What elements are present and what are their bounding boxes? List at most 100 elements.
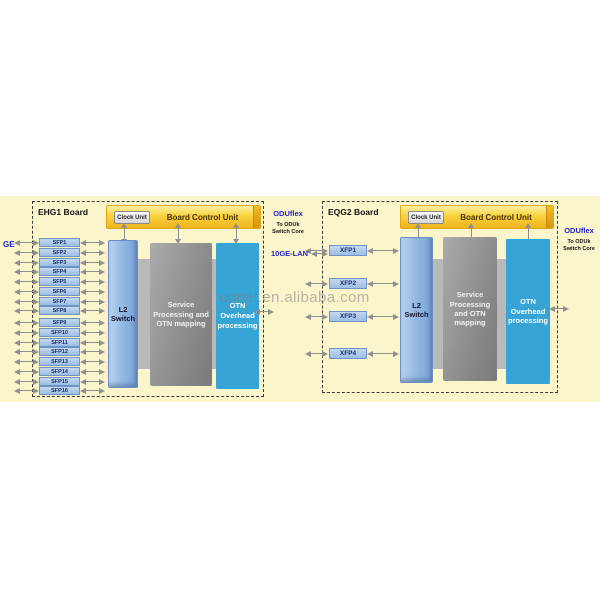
bidir-arrow-icon [80,319,105,326]
bidir-arrow-icon [80,298,105,305]
port-row: SFP1 [14,238,106,247]
port-sfp10: SFP10 [39,328,80,337]
bidir-arrow-icon [14,339,39,346]
port-sfp7: SFP7 [39,297,80,306]
bidir-arrow-icon [80,368,105,375]
board-control-unit: Clock Unit Board Control Unit [106,205,261,229]
l2-switch-block: L2 Switch [400,237,433,383]
port-sfp3: SFP3 [39,258,80,267]
bidir-arrow-icon [14,259,39,266]
service-processing-block: Service Processing and OTN mapping [443,237,497,381]
port-sfp8: SFP8 [39,306,80,315]
l2-switch-block: L2 Switch [108,240,138,388]
to-oduk-label-right: To ODUk Switch Core [563,239,595,252]
port-row: SFP2 [14,248,106,257]
port-row: SFP8 [14,306,106,315]
bidir-arrow-icon [80,348,105,355]
bidir-arrow-icon [80,378,105,385]
bidir-arrow-icon [14,378,39,385]
otn-overhead-block: OTN Overhead processing [506,239,550,384]
port-row: SFP4 [14,267,106,276]
bus-connector [137,259,151,369]
port-row: SFP12 [14,347,106,356]
ge-label: GE [3,240,15,249]
bidir-arrow-icon [367,313,399,320]
port-row: SFP16 [14,386,106,395]
bidir-arrow-icon [80,249,105,256]
port-row: XFP2 [304,278,400,289]
port-row: XFP1 [304,245,400,256]
bidir-arrow-icon [311,250,328,257]
port-sfp11: SFP11 [39,338,80,347]
port-sfp2: SFP2 [39,248,80,257]
port-sfp14: SFP14 [39,367,80,376]
bidir-arrow-icon [14,348,39,355]
clock-unit-button: Clock Unit [114,211,150,224]
bus-connector [497,259,508,369]
bidir-arrow-icon [121,223,127,244]
port-row: SFP5 [14,277,106,286]
bidir-arrow-icon [14,298,39,305]
bidir-arrow-icon [80,268,105,275]
bidir-arrow-icon [14,268,39,275]
board-eqg2: EQG2 Board Clock Unit Board Control Unit… [322,201,558,393]
oduflex-label-mid: ODUflex [273,209,303,218]
10ge-lan-label: 10GE-LAN [271,249,309,258]
port-sfp15: SFP15 [39,377,80,386]
to-oduk-label-mid: To ODUk Switch Core [272,222,304,235]
bidir-arrow-icon [254,308,274,315]
board-control-unit-label: Board Control Unit [460,212,532,222]
board-eqg2-title: EQG2 Board [328,207,379,217]
bidir-arrow-icon [80,339,105,346]
bidir-arrow-icon [367,280,399,287]
port-xfp4: XFP4 [329,348,367,359]
bidir-arrow-icon [233,223,239,244]
bidir-arrow-icon [14,239,39,246]
board-ehg1-title: EHG1 Board [38,207,89,217]
port-row: SFP3 [14,258,106,267]
bidir-arrow-icon [175,223,181,244]
oduflex-label-right: ODUflex [564,226,594,235]
bidir-arrow-icon [525,223,531,244]
port-row: SFP7 [14,297,106,306]
port-sfp13: SFP13 [39,357,80,366]
bidir-arrow-icon [14,319,39,326]
bidir-arrow-icon [80,259,105,266]
bidir-arrow-icon [305,280,328,287]
port-row: SFP13 [14,357,106,366]
port-row: SFP9 [14,318,106,327]
bidir-arrow-icon [80,239,105,246]
bidir-arrow-icon [80,358,105,365]
service-processing-block: Service Processing and OTN mapping [150,243,212,386]
port-sfp1: SFP1 [39,238,80,247]
port-row: XFP3 [304,311,400,322]
bidir-arrow-icon [305,350,328,357]
bidir-arrow-icon [80,387,105,394]
bidir-arrow-icon [14,288,39,295]
port-row: SFP11 [14,338,106,347]
port-sfp16: SFP16 [39,386,80,395]
port-row: SFP14 [14,367,106,376]
bidir-arrow-icon [80,329,105,336]
board-ehg1: EHG1 Board Clock Unit Board Control Unit… [32,201,264,397]
bidir-arrow-icon [80,288,105,295]
port-sfp12: SFP12 [39,347,80,356]
bar-right-tab [253,206,260,228]
board-control-unit: Clock Unit Board Control Unit [400,205,554,229]
bidir-arrow-icon [14,368,39,375]
port-sfp4: SFP4 [39,267,80,276]
port-sfp5: SFP5 [39,277,80,286]
port-row: SFP6 [14,287,106,296]
bidir-arrow-icon [305,313,328,320]
watermark-text: uonel.en.alibaba.com [219,289,370,306]
bidir-arrow-icon [80,307,105,314]
otn-overhead-block: OTN Overhead processing [216,243,259,389]
bar-right-tab [546,206,553,228]
bidir-arrow-icon [367,350,399,357]
port-xfp1: XFP1 [329,245,367,256]
port-row: XFP4 [304,348,400,359]
bidir-arrow-icon [367,247,399,254]
port-row: SFP15 [14,377,106,386]
port-xfp3: XFP3 [329,311,367,322]
